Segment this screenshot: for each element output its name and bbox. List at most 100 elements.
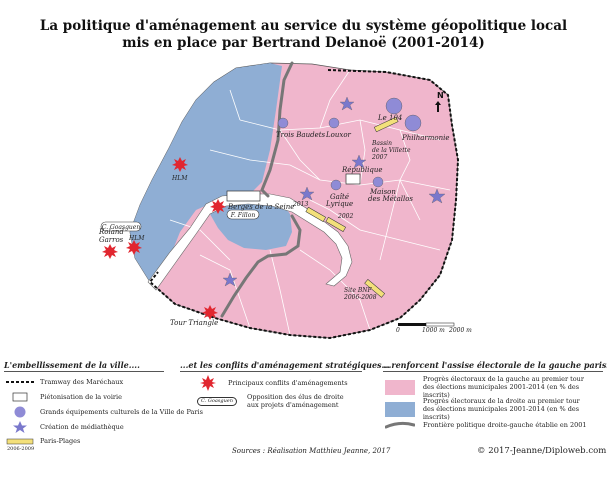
map-title: La politique d'aménagement au service du… [0,18,607,52]
legend-gauche-line-1: Progrès électoraux de la gauche au premi… [422,375,584,383]
legend-gauche: Progrès électoraux de la gauche au premi… [385,375,607,399]
legend-col-1: L'embellissement de la ville.... [4,360,169,372]
legend-droite-text: Progrès électoraux de la droite au premi… [423,397,607,421]
media-star-4 [428,188,446,204]
legend-opposition-text: Opposition des élus de droite aux projet… [247,393,344,409]
equip-philharmonie [404,114,422,132]
legend-col-2-head: ...et les conflits d'aménagement stratég… [180,360,390,370]
label-bassin-3: 2007 [371,154,387,161]
equip-swatch [14,406,26,418]
tramway-line [148,69,460,340]
legend-droite: Progrès électoraux de la droite au premi… [385,397,607,421]
plages-swatch [6,438,34,444]
label-gaite-1: Gaîté [330,193,349,201]
star-icon [13,421,27,433]
source-text: Sources : Réalisation Matthieu Jeanne, 2… [232,447,391,455]
equip-gaite [330,179,342,191]
equip-louxor [328,117,340,129]
legend-pieton: Piétonisation de la voirie [6,392,122,402]
legend-opposition-line-1: Opposition des élus de droite [246,393,344,401]
label-bnf-1: Site BNF [344,287,373,294]
conflit-hlm-south [126,240,142,255]
label-bnf-2: 2006-2008 [343,294,377,301]
legend-media: Création de médiathèque [6,421,124,433]
label-roland-1: Roland [98,228,124,236]
label-tour-triangle: Tour Triangle [170,319,218,327]
frontiere-swatch [385,421,415,429]
legend-equip-text: Grands équipements culturels de la Ville… [40,408,203,416]
pieton-swatch [12,392,28,402]
paris-map: F. Fillon C. Goasguen Trois Baudets Loux… [98,61,472,340]
label-bassin-2: de la Villette [372,147,411,154]
legend-equip: Grands équipements culturels de la Ville… [6,406,203,418]
label-trois-baudets: Trois Baudets [276,131,326,139]
label-2002: 2002 [337,213,353,220]
legend-droite-line-2: des élections municipales 2001-2014 (en … [422,405,580,421]
conflit-tour-triangle [202,305,218,320]
equip-trois-baudets [277,117,289,129]
arrondissement-lines [169,69,451,336]
paris-plages-bnf [364,279,386,298]
scale-1000: 1000 m [422,327,445,334]
label-le104: Le 104 [377,114,402,122]
legend-opposition-badge: C. Goasguen [197,396,237,406]
conflit-berges [210,199,226,214]
legend-conflits-text: Principaux conflits d'aménagements [228,379,348,387]
label-philharmonie: Philharmonie [401,134,449,142]
legend-conflits: Principaux conflits d'aménagements [200,375,348,391]
conflit-hlm-north [172,157,188,172]
badge-goasguen-text: C. Goasguen [102,224,141,231]
label-maison-1: Maison [369,188,396,196]
label-louxor: Louxor [325,131,352,139]
label-berges: Berges de la Seine [227,203,294,211]
pieton-berges [226,190,261,202]
north-arrow-icon [435,101,441,112]
legend-plages-years: 2006-2009 [7,446,35,452]
badge-pilon [226,209,260,220]
label-maison-2: des Métallos [368,195,413,203]
copyright-text: © 2017-Jeanne/Diploweb.com [477,446,607,456]
legend-tramway: Tramway des Maréchaux [6,378,123,386]
pieton-republique [345,173,361,185]
north-label: N [437,91,444,100]
legend-plages-text: Paris-Plages [40,437,81,445]
paris-plages-villette [373,116,399,133]
badge-goasguen [100,221,142,232]
equip-metallos [372,176,384,188]
droite-swatch [385,401,415,417]
legend-tramway-text: Tramway des Maréchaux [40,378,124,386]
legend-pieton-text: Piétonisation de la voirie [40,393,122,401]
legend-opposition-line-2: aux projets d'aménagement [246,401,339,409]
label-2013: 2013 [292,201,308,208]
title-line-2: mis en place par Bertrand Delanoë (2001-… [122,35,485,51]
legend-plages: Paris-Plages [6,437,80,445]
legend-media-text: Création de médiathèque [40,423,124,431]
label-roland-2: Garros [99,236,124,244]
label-bassin-1: Bassin [371,140,392,147]
paris-plages-seine-2 [325,216,347,232]
legend-col-1-head: L'embellissement de la ville.... [4,360,140,370]
label-hlm-1: HLM [171,175,188,182]
legend-frontiere: Frontière politique droite-gauche établi… [385,421,587,429]
legend-opposition: C. Goasguen Opposition des élus de droit… [197,393,344,409]
scale-0: 0 [396,327,400,334]
conflit-roland-garros [102,244,118,259]
title-line-1: La politique d'aménagement au service du… [39,18,568,34]
legend-col-2: ...et les conflits d'aménagement stratég… [180,360,390,372]
media-star-3 [299,186,315,201]
legend-gauche-line-2: des élections municipales 2001-2014 (en … [422,383,580,399]
scale-bar: 0 1000 m 2000 m [396,322,472,334]
burst-icon [200,375,216,391]
paris-plages-seine-1 [305,206,327,222]
legend-col-3: ...renforcent l'assise électorale de la … [383,360,607,372]
label-gaite-2: Lyrique [325,200,353,208]
tramway-swatch [6,381,34,383]
gauche-swatch [385,379,415,395]
equip-le104 [385,97,403,115]
badge-pilon-text: F. Fillon [230,212,256,219]
media-star-2 [351,154,367,169]
label-republique: République [341,166,383,174]
legend-gauche-text: Progrès électoraux de la gauche au premi… [423,375,607,399]
frontier-line [220,61,302,318]
media-star-1 [339,96,355,111]
